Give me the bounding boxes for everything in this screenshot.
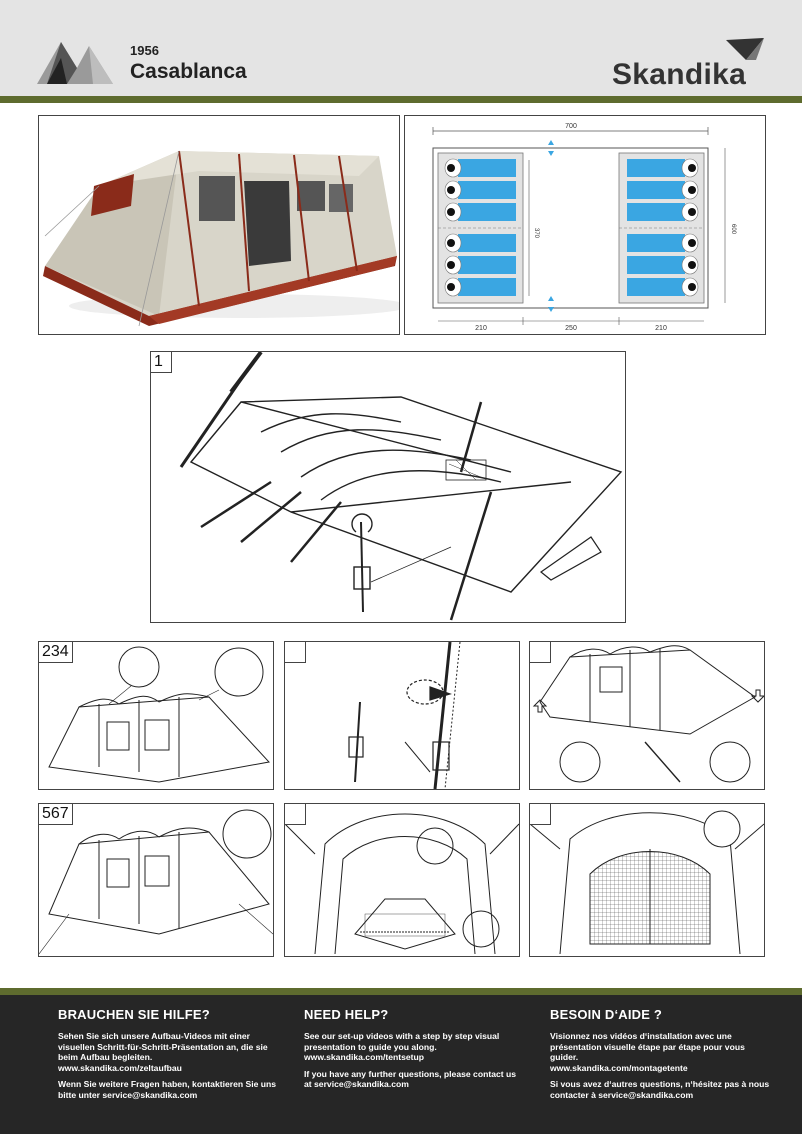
help-text-en: See our set-up videos with a step by ste… (304, 1031, 500, 1062)
step-5-illustration (285, 813, 519, 955)
mountain-logo-icon (37, 42, 113, 84)
brand-name: Skandika (612, 58, 747, 91)
step-number: 1 (151, 352, 172, 373)
brand-mark-icon (726, 38, 764, 60)
help-footer: BRAUCHEN SIE HILFE? Sehen Sie sich unser… (0, 995, 802, 1134)
help-link-fr[interactable]: www.skandika.com/montagetente (550, 1062, 688, 1073)
help-heading-fr: BESOIN D‘AIDE ? (550, 1007, 663, 1022)
step-6-illustration (530, 810, 764, 955)
tent-illustration (39, 116, 399, 334)
help-column-de: BRAUCHEN SIE HILFE? Sehen Sie sich unser… (58, 1007, 278, 1106)
right-sleepers (627, 159, 685, 296)
footer-divider (0, 988, 802, 995)
dim-right-cabin: 210 (655, 325, 667, 332)
floorplan-diagram: 700 (432, 123, 736, 332)
dim-middle: 250 (565, 325, 577, 332)
help-link-de[interactable]: www.skandika.com/zeltaufbau (58, 1062, 182, 1073)
page-header: 1956 Casablanca Skandika (0, 0, 802, 96)
product-name: Casablanca (130, 60, 247, 83)
step-234-illustration (48, 646, 270, 783)
step-number: 234 (39, 642, 73, 663)
step-number (285, 642, 306, 663)
help-column-fr: BESOIN D‘AIDE ? Visionnez nos vidéos d‘i… (550, 1007, 770, 1106)
step-1-panel: 1 (150, 351, 626, 623)
step-number (285, 804, 306, 825)
left-sleepers (458, 159, 516, 296)
help-contact-de: Wenn Sie weitere Fragen haben, kontaktie… (58, 1079, 277, 1100)
step-3-panel (529, 641, 765, 790)
product-number: 1956 (130, 43, 159, 58)
step-567-panel: 567 (38, 803, 274, 957)
step-number (530, 642, 551, 663)
help-text-de: Sehen Sie sich unsere Aufbau-Videos mit … (58, 1031, 268, 1073)
help-contact-en: If you have any further questions, pleas… (304, 1068, 517, 1090)
dim-depth: 370 (533, 228, 539, 239)
floorplan-panel: 700 (404, 115, 766, 335)
step-3-illustration (532, 645, 764, 783)
step-6-panel (529, 803, 765, 957)
tent-photo-panel (38, 115, 400, 335)
step-5-panel (284, 803, 520, 957)
dim-left-cabin: 210 (475, 325, 487, 332)
help-link-en[interactable]: www.skandika.com/tentsetup (304, 1052, 425, 1062)
header-divider (0, 96, 802, 103)
step-1-illustration (179, 352, 623, 621)
step-number (530, 804, 551, 825)
step-number: 567 (39, 804, 73, 825)
step-2-panel (284, 641, 520, 790)
help-heading-de: BRAUCHEN SIE HILFE? (58, 1007, 210, 1022)
step-234-panel: 234 (38, 641, 274, 790)
help-contact-fr: Si vous avez d‘autres questions, n‘hésit… (550, 1079, 770, 1100)
help-column-en: NEED HELP? See our set-up videos with a … (304, 1007, 524, 1096)
help-heading-en: NEED HELP? (304, 1007, 389, 1022)
step-2-illustration (348, 642, 461, 789)
dim-height: 600 (730, 224, 736, 235)
step-567-illustration (39, 809, 273, 955)
help-text-fr: Visionnez nos vidéos d‘installation avec… (550, 1031, 745, 1073)
dim-total-width: 700 (565, 123, 577, 130)
